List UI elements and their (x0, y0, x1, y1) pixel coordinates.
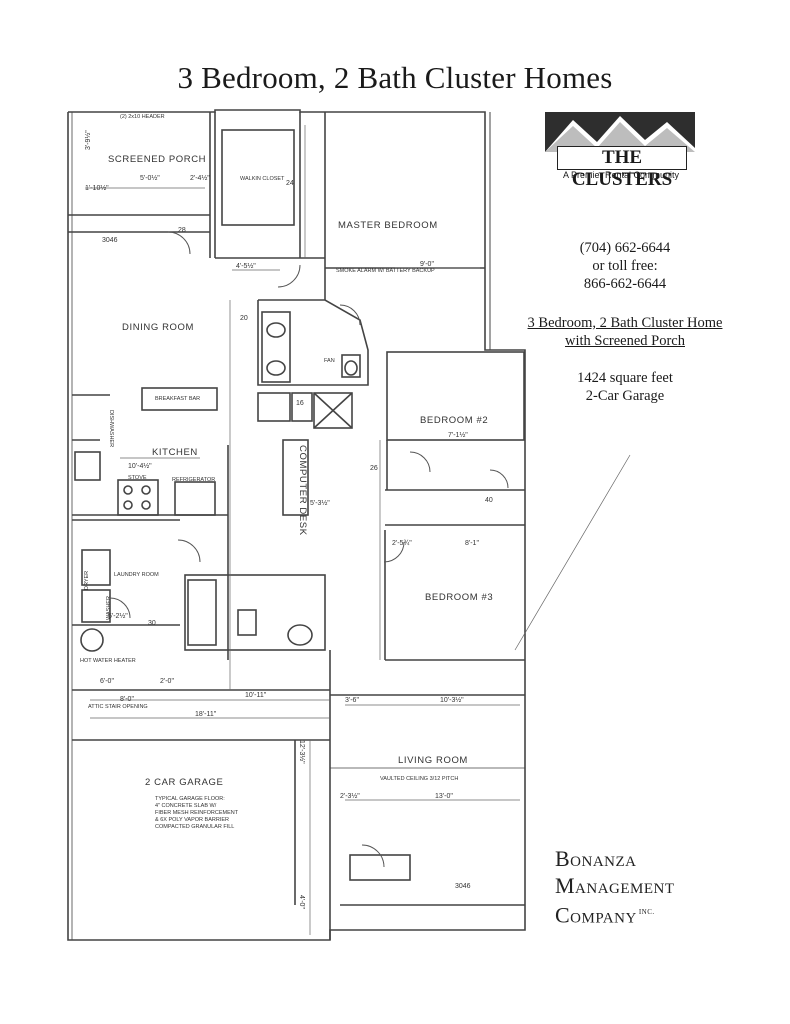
plan-door-swings (109, 231, 509, 868)
door-size-label: 20 (240, 315, 248, 322)
label-header: (2) 2x10 HEADER (120, 114, 165, 120)
description-line-2: with Screened Porch (565, 333, 685, 349)
garage-note-line-4: & 6X POLY VAPOR BARRIER (155, 817, 229, 823)
garage-info: 2-Car Garage (585, 388, 665, 404)
toll-free-label: or toll free: (592, 258, 658, 274)
dim-label: 5'-3½" (310, 499, 330, 507)
label-hot-water-heater: HOT WATER HEATER (80, 658, 136, 664)
toll-free-number: 866-662-6644 (583, 276, 667, 292)
dim-label: 4'-0" (298, 895, 305, 909)
window-size-label: 3046 (102, 237, 118, 244)
company-line-2: Management (555, 873, 675, 898)
room-label-master-bedroom: MASTER BEDROOM (338, 220, 438, 231)
mountains-logo-icon (545, 112, 695, 152)
room-label-computer-desk: COMPUTER DESK (297, 445, 308, 536)
room-label-living-room: LIVING ROOM (398, 755, 468, 766)
square-feet: 1424 square feet (577, 370, 673, 386)
dim-label: 13'-0" (435, 793, 453, 800)
dim-label: 12'-3½" (298, 740, 306, 764)
company-line-1: Bonanza (555, 846, 637, 871)
dim-label: 7'-1½" (448, 431, 468, 439)
dim-label: 5'-2½" (108, 612, 128, 620)
room-label-screened-porch: SCREENED PORCH (108, 154, 206, 165)
door-size-label: 24 (286, 180, 294, 187)
dim-label: 9'-0" (420, 261, 434, 268)
door-size-label: 30 (148, 620, 156, 627)
plan-walls (67, 109, 526, 941)
room-label-laundry-room: LAUNDRY ROOM (114, 572, 159, 578)
label-attic-stair: ATTIC STAIR OPENING (88, 704, 148, 710)
dim-label: 2'-5¾" (392, 540, 412, 547)
appliance-label-stove: STOVE (128, 475, 147, 481)
room-label-bedroom-2: BEDROOM #2 (420, 415, 488, 426)
plan-dimension-lines (85, 125, 631, 935)
dim-label: 10'-4½" (128, 462, 152, 470)
logo-tagline: A Premier Rental Community (562, 170, 680, 180)
dim-label: 6'-0" (100, 678, 114, 685)
door-size-label: 40 (485, 497, 493, 504)
label-vaulted-ceiling: VAULTED CEILING 3/12 PITCH (380, 776, 458, 782)
appliance-label-dishwasher: DISHWASHER (108, 410, 114, 447)
appliance-label-dryer: DRYER (84, 571, 90, 590)
dim-label: 10'-3½" (440, 696, 464, 704)
dim-label: 3'-9½" (84, 130, 92, 150)
dim-label: 10'-11" (245, 692, 267, 699)
clusters-logo: THE CLUSTERS A Premier Rental Community (545, 112, 695, 190)
dim-label: 1'-10½" (85, 184, 109, 192)
window-size-label: 3046 (455, 883, 471, 890)
label-smoke-alarm: SMOKE ALARM W/ BATTERY BACKUP (336, 268, 435, 274)
door-size-label: 28 (178, 227, 186, 234)
dim-label: 3'-6" (345, 697, 359, 704)
company-suffix: INC. (638, 908, 655, 916)
company-line-3: Company (555, 902, 637, 928)
dim-label: 2'-4½" (190, 174, 210, 182)
dim-label: 2'-0" (160, 678, 174, 685)
room-label-breakfast-bar: BREAKFAST BAR (155, 396, 200, 402)
dim-label: 18'-11" (195, 711, 217, 718)
room-label-garage: 2 CAR GARAGE (145, 777, 223, 788)
garage-note-line-5: COMPACTED GRANULAR FILL (155, 824, 234, 830)
dim-label: 8'-0" (120, 696, 134, 703)
room-label-dining-room: DINING ROOM (122, 322, 194, 333)
logo-name: THE CLUSTERS (557, 146, 687, 190)
dim-label: 8'-1" (465, 540, 479, 547)
garage-note-line-2: 4" CONCRETE SLAB W/ (155, 803, 217, 809)
dim-label: 5'-0½" (140, 174, 160, 182)
label-fan: FAN (324, 358, 335, 364)
phone-number: (704) 662-6644 (579, 240, 671, 256)
garage-note-line-3: FIBER MESH REINFORCEMENT (155, 810, 239, 816)
room-label-kitchen: KITCHEN (152, 447, 198, 458)
dim-label: 2'-3½" (340, 792, 360, 800)
page-title: 3 Bedroom, 2 Bath Cluster Homes (177, 60, 613, 95)
garage-note-line-1: TYPICAL GARAGE FLOOR: (155, 796, 225, 802)
description-line-1: 3 Bedroom, 2 Bath Cluster Home (527, 315, 723, 331)
dim-label: 4'-5½" (236, 262, 256, 270)
appliance-label-washer: WASHER (106, 596, 112, 620)
appliance-label-refrigerator: REFRIGERATOR (172, 477, 215, 483)
door-size-label: 26 (370, 465, 378, 472)
door-size-label: 16 (296, 400, 304, 407)
room-label-bedroom-3: BEDROOM #3 (425, 592, 493, 603)
room-label-walkin-closet: WALKIN CLOSET (240, 176, 285, 182)
